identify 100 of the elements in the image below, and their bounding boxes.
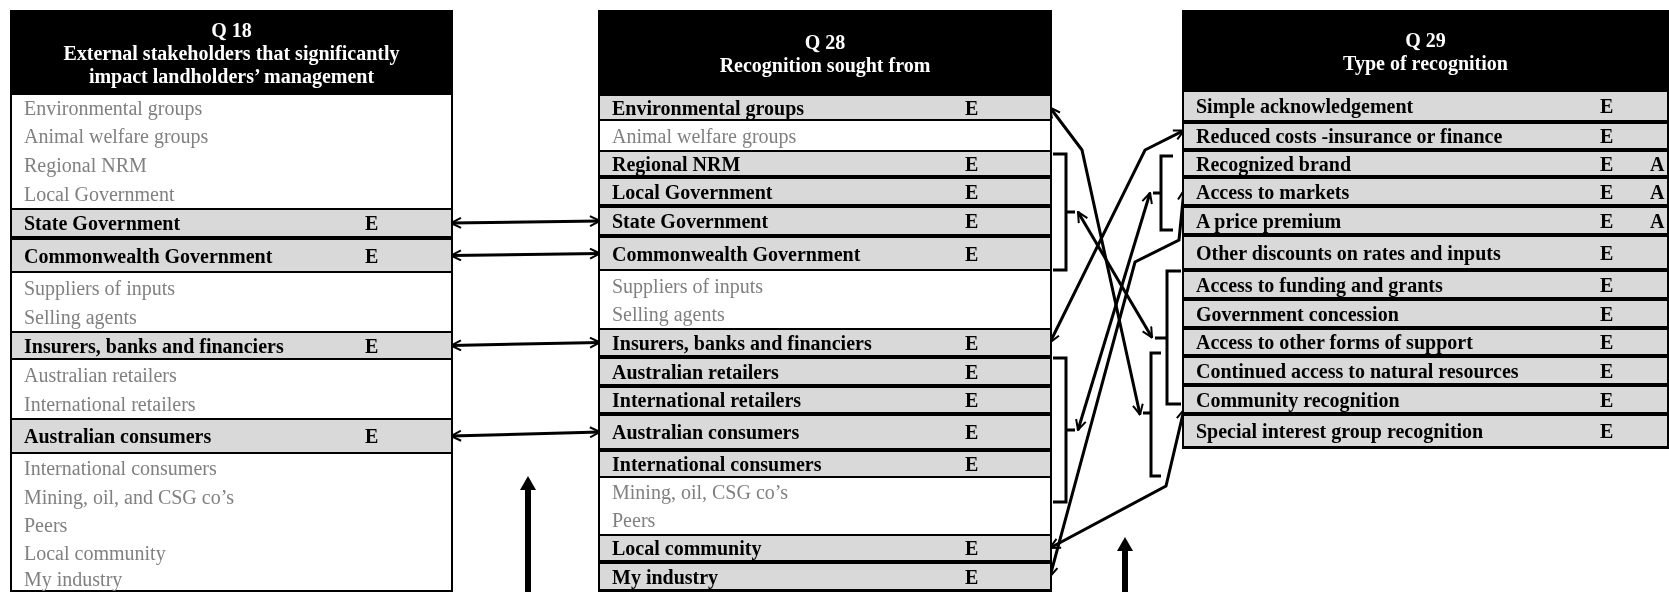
rating-letter: E xyxy=(1600,330,1614,354)
rating-letter: E xyxy=(965,180,979,203)
row-label: International retailers xyxy=(612,388,802,412)
highlighted-row xyxy=(1184,235,1667,270)
rating-letter: E xyxy=(1600,302,1614,325)
highlighted-row xyxy=(12,418,451,454)
row-label: Mining, oil, CSG co’s xyxy=(612,480,789,504)
row-label: Australian consumers xyxy=(612,420,800,444)
bracket xyxy=(1140,349,1164,480)
double-arrow xyxy=(1076,211,1154,339)
highlighted-row xyxy=(600,94,1050,121)
rating-letter: E xyxy=(965,452,979,476)
row-label: Peers xyxy=(612,508,656,532)
row-label: Recognized brand xyxy=(1196,152,1351,175)
rating-letter: A xyxy=(1650,180,1665,203)
highlighted-row xyxy=(600,236,1050,271)
table-panel xyxy=(598,10,1052,592)
row-label: Animal welfare groups xyxy=(612,124,797,147)
row-label: Local community xyxy=(24,541,166,565)
rating-letter: A xyxy=(1650,152,1665,175)
highlighted-row xyxy=(1184,90,1667,122)
row-label: International consumers xyxy=(612,452,822,476)
highlighted-row xyxy=(1184,299,1667,328)
highlighted-row xyxy=(12,238,451,273)
rating-letter: E xyxy=(965,209,979,233)
row-label: Environmental groups xyxy=(612,96,805,119)
highlighted-row xyxy=(600,328,1050,357)
row-label: Special interest group recognition xyxy=(1196,419,1484,443)
rating-letter: E xyxy=(965,242,979,265)
rating-letter: E xyxy=(1600,209,1614,232)
row-label: Suppliers of inputs xyxy=(612,274,764,297)
row-label: Local Government xyxy=(24,182,175,205)
rating-letter: E xyxy=(965,565,979,588)
row-label: Environmental groups xyxy=(24,96,203,119)
rating-letter: E xyxy=(1600,124,1614,148)
table-panel xyxy=(1182,10,1669,449)
rating-letter: A xyxy=(1650,209,1665,232)
row-label: State Government xyxy=(24,211,181,235)
highlighted-row xyxy=(1184,385,1667,414)
rating-letter: E xyxy=(1600,419,1614,443)
rating-letter: E xyxy=(1600,388,1614,411)
header-title: External stakeholders that significantly impact landholders’ management xyxy=(62,42,401,88)
highlighted-row xyxy=(600,414,1050,450)
row-label: Suppliers of inputs xyxy=(24,276,176,299)
row-label: Government concession xyxy=(1196,302,1399,325)
highlighted-row xyxy=(12,331,451,360)
header-title: Recognition sought from xyxy=(718,54,932,77)
row-label: Access to funding and grants xyxy=(1196,273,1443,296)
rating-letter: E xyxy=(1600,152,1614,175)
row-label: Reduced costs -insurance or finance xyxy=(1196,124,1503,148)
row-label: International consumers xyxy=(24,456,217,480)
highlighted-row xyxy=(600,206,1050,236)
rating-letter: E xyxy=(1600,241,1614,264)
highlighted-row xyxy=(1184,177,1667,206)
rating-letter: E xyxy=(965,331,979,354)
rating-letter: E xyxy=(365,211,379,235)
rating-letter: E xyxy=(965,96,979,119)
row-label: Local community xyxy=(612,536,762,560)
highlighted-row xyxy=(1184,150,1667,177)
rating-letter: E xyxy=(1600,94,1614,118)
highlighted-row xyxy=(600,386,1050,414)
row-label: Mining, oil, and CSG co’s xyxy=(24,485,234,508)
rating-letter: E xyxy=(1600,359,1614,382)
rating-letter: E xyxy=(365,334,379,357)
row-label: Local Government xyxy=(612,180,773,203)
highlighted-row xyxy=(600,357,1050,386)
row-label: A price premium xyxy=(1196,209,1342,232)
row-label: Australian retailers xyxy=(612,360,779,383)
row-label: Regional NRM xyxy=(612,152,741,175)
rating-letter: E xyxy=(965,420,979,444)
highlighted-row xyxy=(1184,122,1667,150)
highlighted-row xyxy=(600,150,1050,177)
rating-letter: E xyxy=(965,360,979,383)
row-label: Selling agents xyxy=(24,305,137,328)
rating-letter: E xyxy=(365,244,379,267)
rating-letter: E xyxy=(965,388,979,412)
question-number: Q 18 xyxy=(210,19,253,42)
highlighted-row xyxy=(1184,328,1667,356)
row-label: Simple acknowledgement xyxy=(1196,94,1414,118)
question-number: Q 29 xyxy=(1404,29,1447,52)
highlighted-row xyxy=(12,208,451,238)
highlighted-row xyxy=(1184,356,1667,385)
question-number: Q 28 xyxy=(803,31,847,54)
row-label: Animal welfare groups xyxy=(24,124,209,148)
row-label: Australian consumers xyxy=(24,424,212,448)
highlighted-row xyxy=(600,562,1050,591)
highlighted-row xyxy=(1184,206,1667,235)
row-label: Continued access to natural resources xyxy=(1196,359,1519,382)
highlighted-row xyxy=(1184,414,1667,448)
header-title: Type of recognition xyxy=(1342,52,1509,75)
bracket xyxy=(1152,267,1184,408)
highlighted-row xyxy=(600,177,1050,206)
row-label: Access to markets xyxy=(1196,180,1350,203)
row-label: State Government xyxy=(612,209,769,233)
highlighted-row xyxy=(1184,270,1667,299)
row-label: My industry xyxy=(612,565,719,588)
row-label: Other discounts on rates and inputs xyxy=(1196,241,1501,264)
rating-letter: E xyxy=(365,424,379,448)
bracket xyxy=(1050,150,1078,274)
row-label: Insurers, banks and financiers xyxy=(24,334,284,357)
